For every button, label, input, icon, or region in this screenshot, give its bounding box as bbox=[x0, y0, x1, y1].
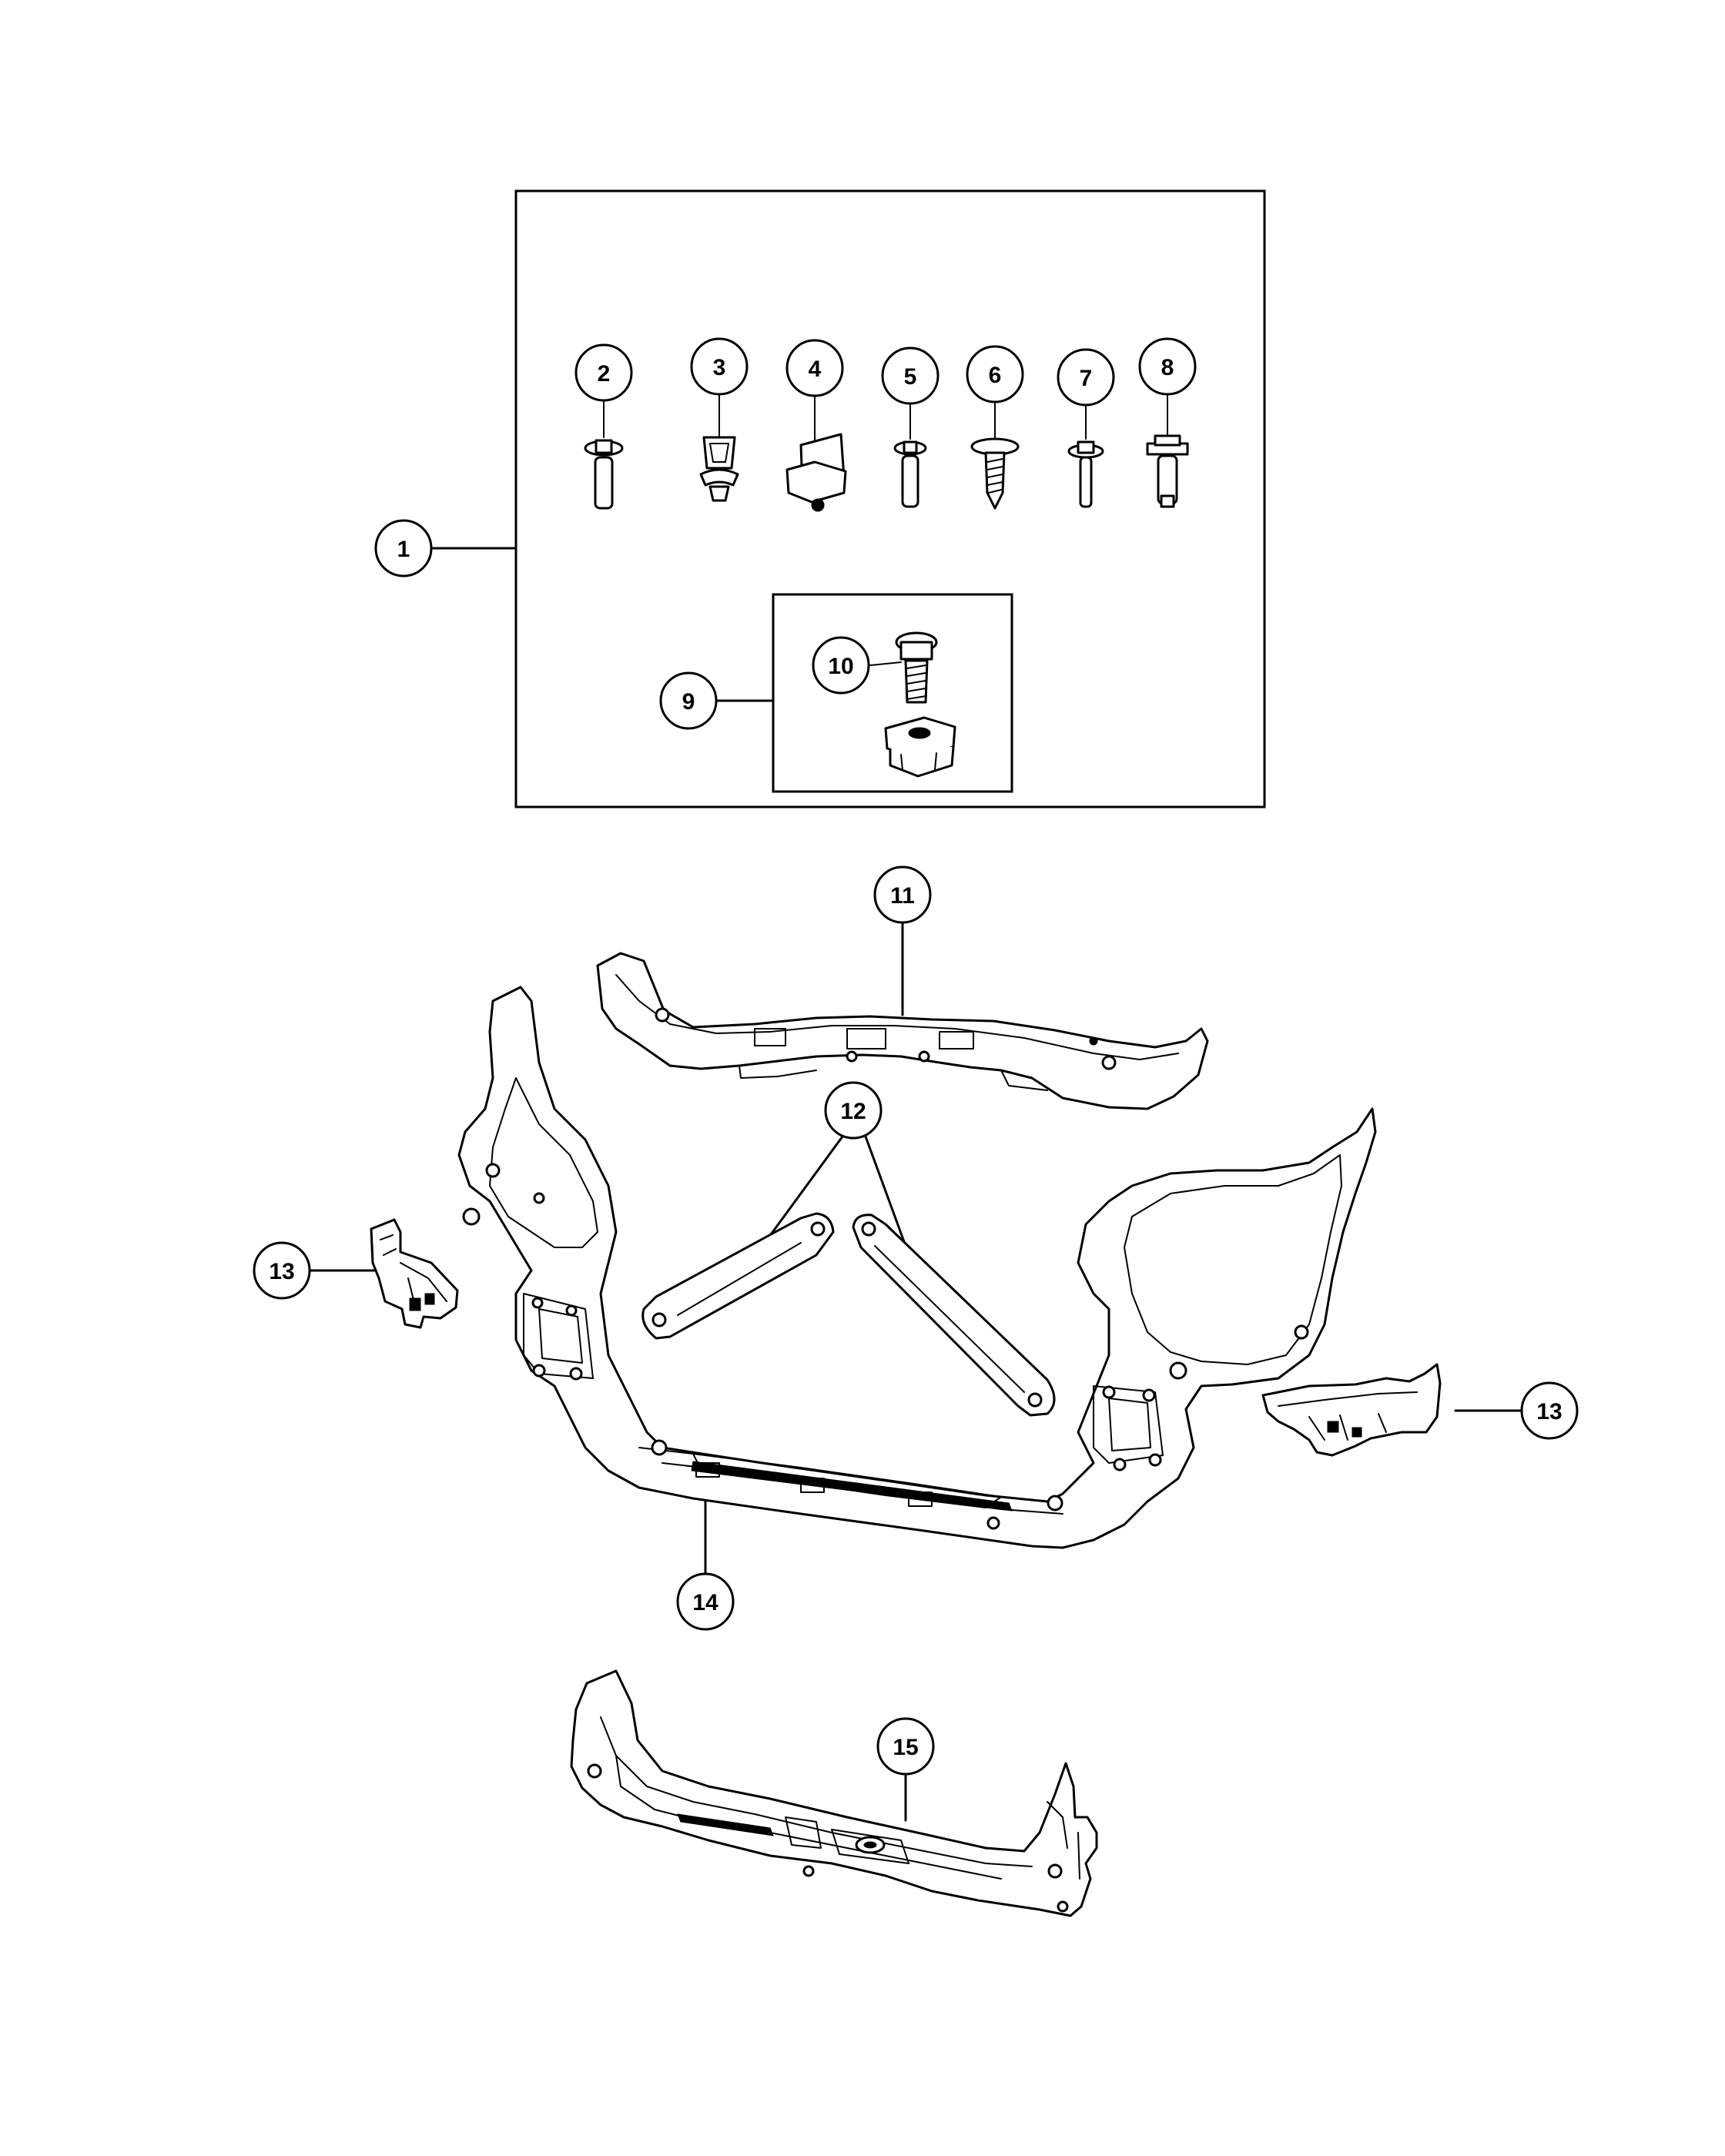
brace-right-part bbox=[852, 1214, 1056, 1417]
callout-9-label: 9 bbox=[682, 689, 695, 715]
callout-7: 7 bbox=[1057, 348, 1115, 407]
callout-13-right: 13 bbox=[1520, 1381, 1579, 1440]
callout-4-label: 4 bbox=[809, 357, 822, 382]
callout-7-label: 7 bbox=[1080, 366, 1093, 391]
callout-4: 4 bbox=[785, 339, 844, 397]
brace-left-part bbox=[641, 1212, 835, 1340]
nut-clip-4-part bbox=[785, 393, 847, 512]
callout-11-label: 11 bbox=[890, 883, 915, 909]
callout-10: 10 bbox=[812, 636, 870, 695]
lower-crossmember-part bbox=[570, 1669, 1098, 1917]
cage-nut-part bbox=[884, 716, 956, 778]
callout-8: 8 bbox=[1138, 337, 1197, 396]
clip-3-part bbox=[699, 392, 739, 502]
leader-12a bbox=[765, 1135, 844, 1241]
callout-15: 15 bbox=[876, 1717, 935, 1776]
bolt-2-part bbox=[584, 398, 624, 510]
callout-14-label: 14 bbox=[692, 1590, 718, 1615]
hardware-kit-box bbox=[514, 189, 1266, 808]
upper-crossmember-part bbox=[596, 921, 1209, 1110]
callout-5: 5 bbox=[881, 346, 940, 405]
callout-2: 2 bbox=[574, 343, 633, 402]
callout-1: 1 bbox=[374, 519, 433, 578]
callout-1-label: 1 bbox=[397, 537, 410, 562]
radiator-support-part bbox=[457, 986, 1377, 1549]
bracket-left-part bbox=[370, 1218, 459, 1329]
callout-6-label: 6 bbox=[989, 363, 1002, 388]
tree-clip-6-part bbox=[970, 398, 1020, 510]
stud-8-part bbox=[1146, 392, 1189, 508]
pin-5-part bbox=[893, 400, 927, 508]
callout-8-label: 8 bbox=[1161, 355, 1174, 380]
callout-3-label: 3 bbox=[713, 355, 726, 380]
callout-10-label: 10 bbox=[828, 654, 853, 679]
callout-9: 9 bbox=[659, 671, 718, 730]
bolt-7-part bbox=[1067, 401, 1104, 508]
callout-14: 14 bbox=[676, 1572, 735, 1631]
callout-13-left-label: 13 bbox=[269, 1259, 294, 1284]
callout-6: 6 bbox=[966, 345, 1024, 403]
callout-12: 12 bbox=[824, 1081, 883, 1140]
callout-12-label: 12 bbox=[840, 1099, 866, 1124]
callout-13-right-label: 13 bbox=[1536, 1399, 1562, 1424]
bolt-10-part bbox=[869, 631, 938, 704]
nut-bolt-kit-box bbox=[772, 593, 1013, 793]
callout-11: 11 bbox=[873, 865, 932, 924]
callout-15-label: 15 bbox=[893, 1735, 918, 1760]
callout-5-label: 5 bbox=[904, 364, 917, 390]
callout-13-left: 13 bbox=[253, 1241, 311, 1300]
callout-2-label: 2 bbox=[598, 361, 611, 387]
bracket-right-part bbox=[1261, 1363, 1442, 1457]
callout-3: 3 bbox=[690, 337, 749, 396]
